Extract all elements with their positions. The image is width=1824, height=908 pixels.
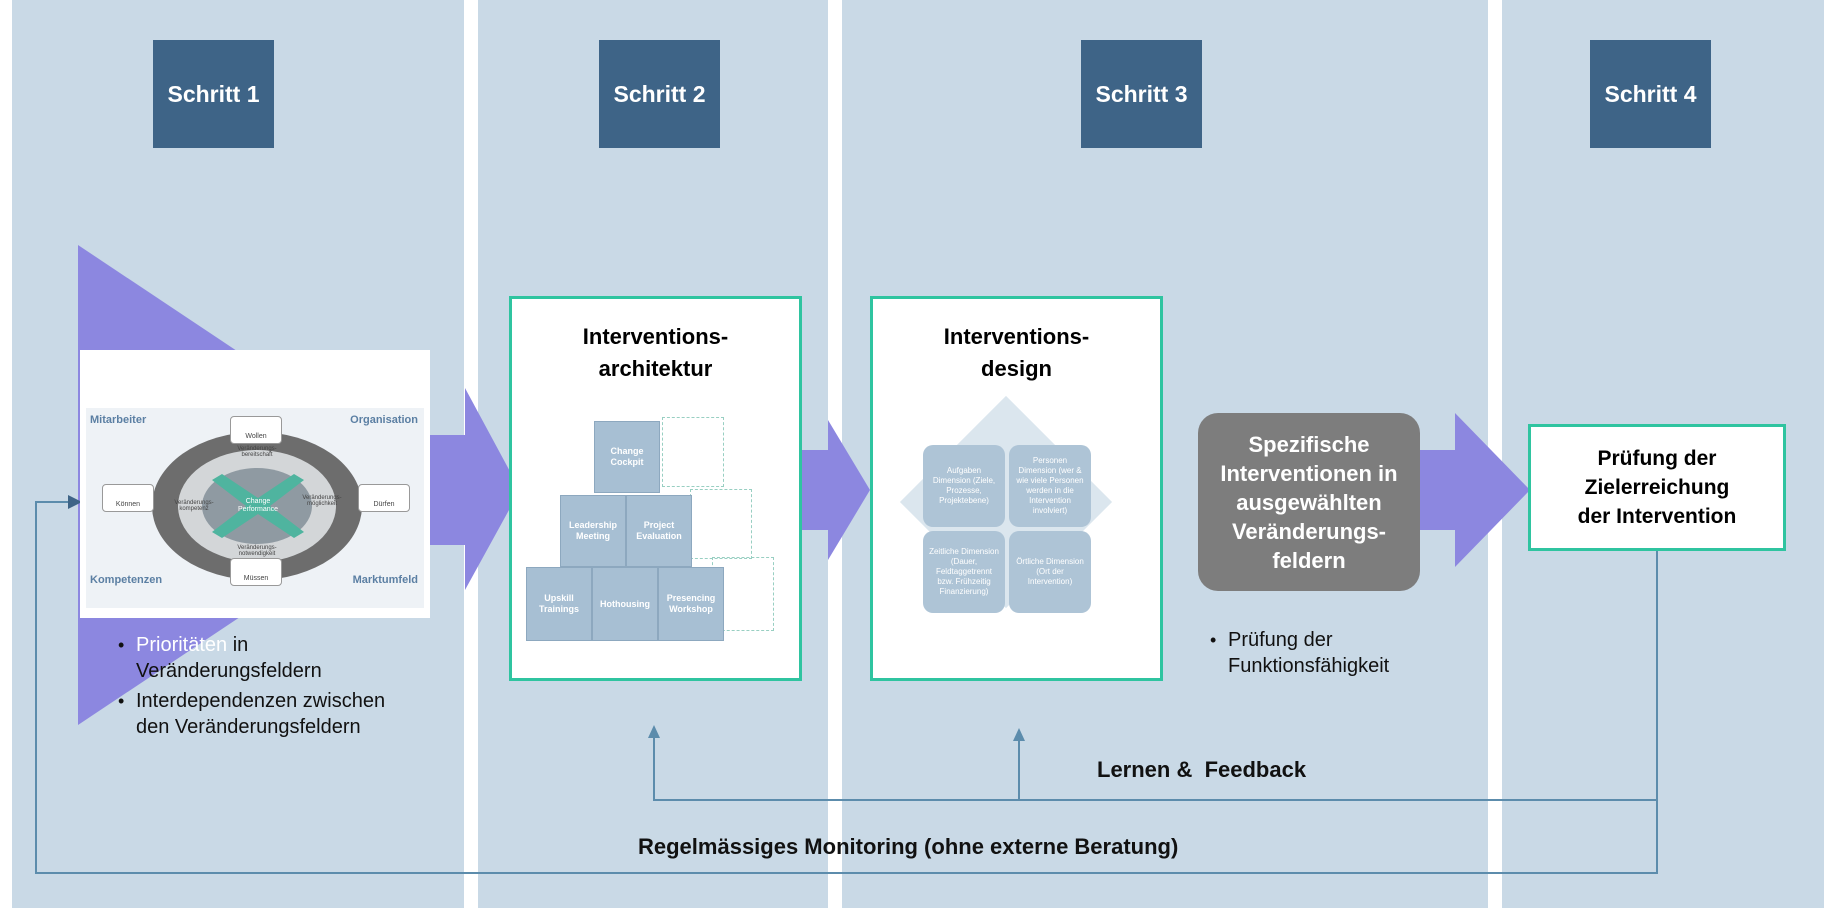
cube-leadership-meeting: Leadership Meeting [560, 495, 626, 567]
monitoring-arrowhead [68, 495, 82, 509]
cube-upskill-trainings: Upskill Trainings [526, 567, 592, 641]
step-1-image-panel: Mitarbeiter Organisation Kompetenzen Mar… [80, 350, 430, 618]
bullet-funktionsfaehigkeit-line1: Prüfung der [1228, 629, 1333, 651]
gauge-left [102, 484, 154, 512]
feedback-arrowhead-1 [648, 725, 660, 738]
pruefung-line2: Zielerreichung [1584, 476, 1730, 499]
step-3-bullet: Prüfung der Funktionsfähigkeit [1210, 627, 1440, 679]
quad-oertliche-dimension: Örtliche Dimension (Ort der Intervention… [1009, 531, 1091, 613]
cube-hothousing: Hothousing [592, 567, 658, 641]
quad-zeitliche-dimension: Zeitliche Dimension (Dauer, Feldtaggetre… [923, 531, 1005, 613]
feedback-line [653, 551, 1658, 801]
gauge-bottom-label: Müssen [243, 575, 269, 582]
ring-right-label: Veränderungs-möglichkeit [302, 495, 342, 507]
spezifische-interventionen-box: Spezifische Interventionen in ausgewählt… [1198, 413, 1420, 591]
ring-top-label: Veränderungs-bereitschaft [237, 446, 277, 458]
step-1-bullets: Prioritäten in Veränderungsfeldern Inter… [118, 632, 408, 740]
design-title-line2: design [981, 356, 1052, 381]
pruefung-zielerreichung-text: Prüfung der Zielerreichung der Intervent… [1578, 444, 1737, 531]
interventions-design-box: Interventions- design Aufgaben Dimension… [870, 296, 1163, 681]
spezifische-interventionen-text: Spezifische Interventionen in ausgewählt… [1220, 431, 1398, 573]
ring-left-label: Veränderungs-kompetenz [174, 500, 214, 512]
change-cross [212, 474, 304, 538]
step-4-header: Schritt 4 [1590, 40, 1711, 148]
bullet-funktionsfaehigkeit-line2: Funktionsfähigkeit [1228, 655, 1390, 677]
arrow-3-to-4 [1400, 413, 1530, 567]
label-mitarbeiter: Mitarbeiter [90, 414, 147, 426]
pruefung-line3: der Intervention [1577, 505, 1737, 528]
bullet-highlight: Prioritäten [136, 634, 228, 656]
ring-bottom-label: Veränderungs-notwendigkeit [237, 545, 277, 557]
architektur-title: Interventions- architektur [512, 321, 799, 385]
design-title-line1: Interventions- [943, 324, 1090, 349]
bullet-interdependenzen: Interdependenzen zwischen den Veränderun… [118, 688, 408, 740]
step-2-header: Schritt 2 [599, 40, 720, 148]
quad-aufgaben-dimension: Aufgaben Dimension (Ziele, Prozesse, Pro… [923, 445, 1005, 527]
cube-change-cockpit: Change Cockpit [594, 421, 660, 493]
label-kompetenzen: Kompetenzen [90, 574, 163, 586]
pruefung-zielerreichung-box: Prüfung der Zielerreichung der Intervent… [1528, 424, 1786, 551]
feedback-arrowhead-2 [1013, 728, 1025, 741]
label-marktumfeld: Marktumfeld [352, 574, 418, 586]
pruefung-line1: Prüfung der [1597, 447, 1717, 470]
architektur-title-line1: Interventions- [582, 324, 729, 349]
bullet-prioritaeten: Prioritäten in Veränderungsfeldern [118, 632, 408, 684]
architektur-title-line2: architektur [598, 356, 713, 381]
gauge-top-label: Wollen [245, 433, 267, 440]
design-title: Interventions- design [873, 321, 1160, 385]
arrow-1-to-2 [430, 388, 520, 590]
gauge-top [230, 416, 282, 444]
cube-presencing-workshop: Presencing Workshop [658, 567, 724, 641]
center-label: Change Performance [237, 498, 279, 513]
step-3-header: Schritt 3 [1081, 40, 1202, 148]
ghost-cube-mid [690, 489, 752, 559]
ghost-cube-top [662, 417, 724, 487]
monitoring-line [35, 501, 1658, 874]
label-organisation: Organisation [350, 414, 418, 426]
cube-project-evaluation: Project Evaluation [626, 495, 692, 567]
lernen-feedback-label: Lernen & Feedback [1097, 757, 1307, 782]
gauge-right [358, 484, 410, 512]
gauge-left-label: Können [115, 501, 141, 508]
interventions-architektur-box: Interventions- architektur Change Cockpi… [509, 296, 802, 681]
monitoring-label: Regelmässiges Monitoring (ohne externe B… [638, 834, 1179, 859]
gauge-bottom [230, 558, 282, 586]
arrow-2-to-3 [800, 420, 870, 560]
gauge-right-label: Dürfen [373, 501, 395, 508]
quad-personen-dimension: Personen Dimension (wer & wie viele Pers… [1009, 445, 1091, 527]
bullet-funktionsfaehigkeit: Prüfung der Funktionsfähigkeit [1210, 627, 1440, 679]
step-1-header: Schritt 1 [153, 40, 274, 148]
bullet-rest: in Veränderungsfeldern [136, 634, 322, 682]
